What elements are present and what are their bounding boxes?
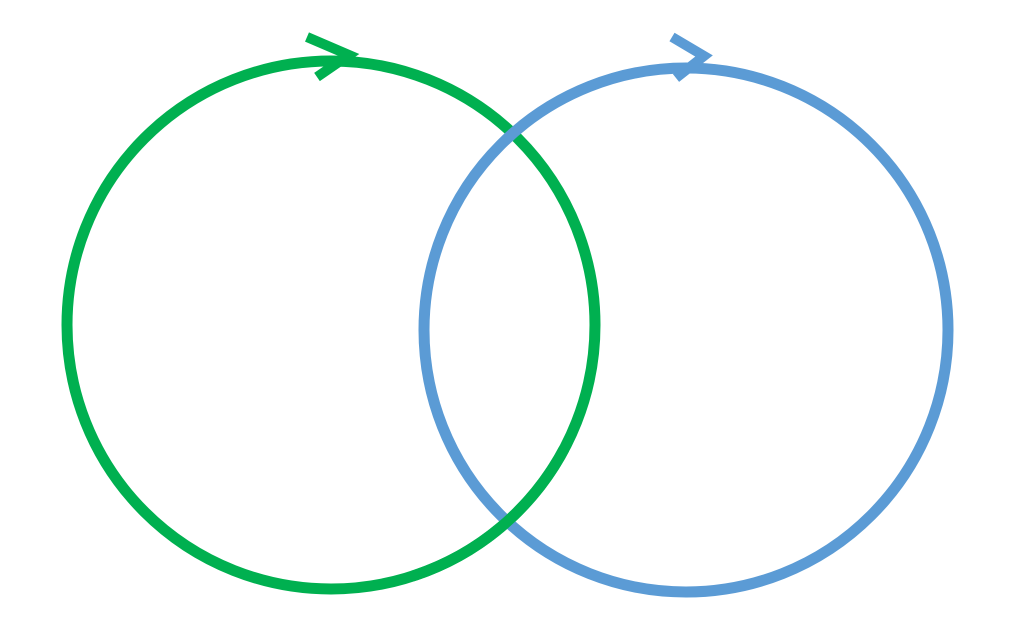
green-circle-clockwise-arrow-icon — [305, 32, 360, 82]
green-circle — [61, 55, 601, 595]
blue-circle-clockwise-arrow-icon — [669, 32, 713, 82]
green-circle-front-arc — [410, 446, 569, 582]
blue-circle — [418, 62, 954, 598]
